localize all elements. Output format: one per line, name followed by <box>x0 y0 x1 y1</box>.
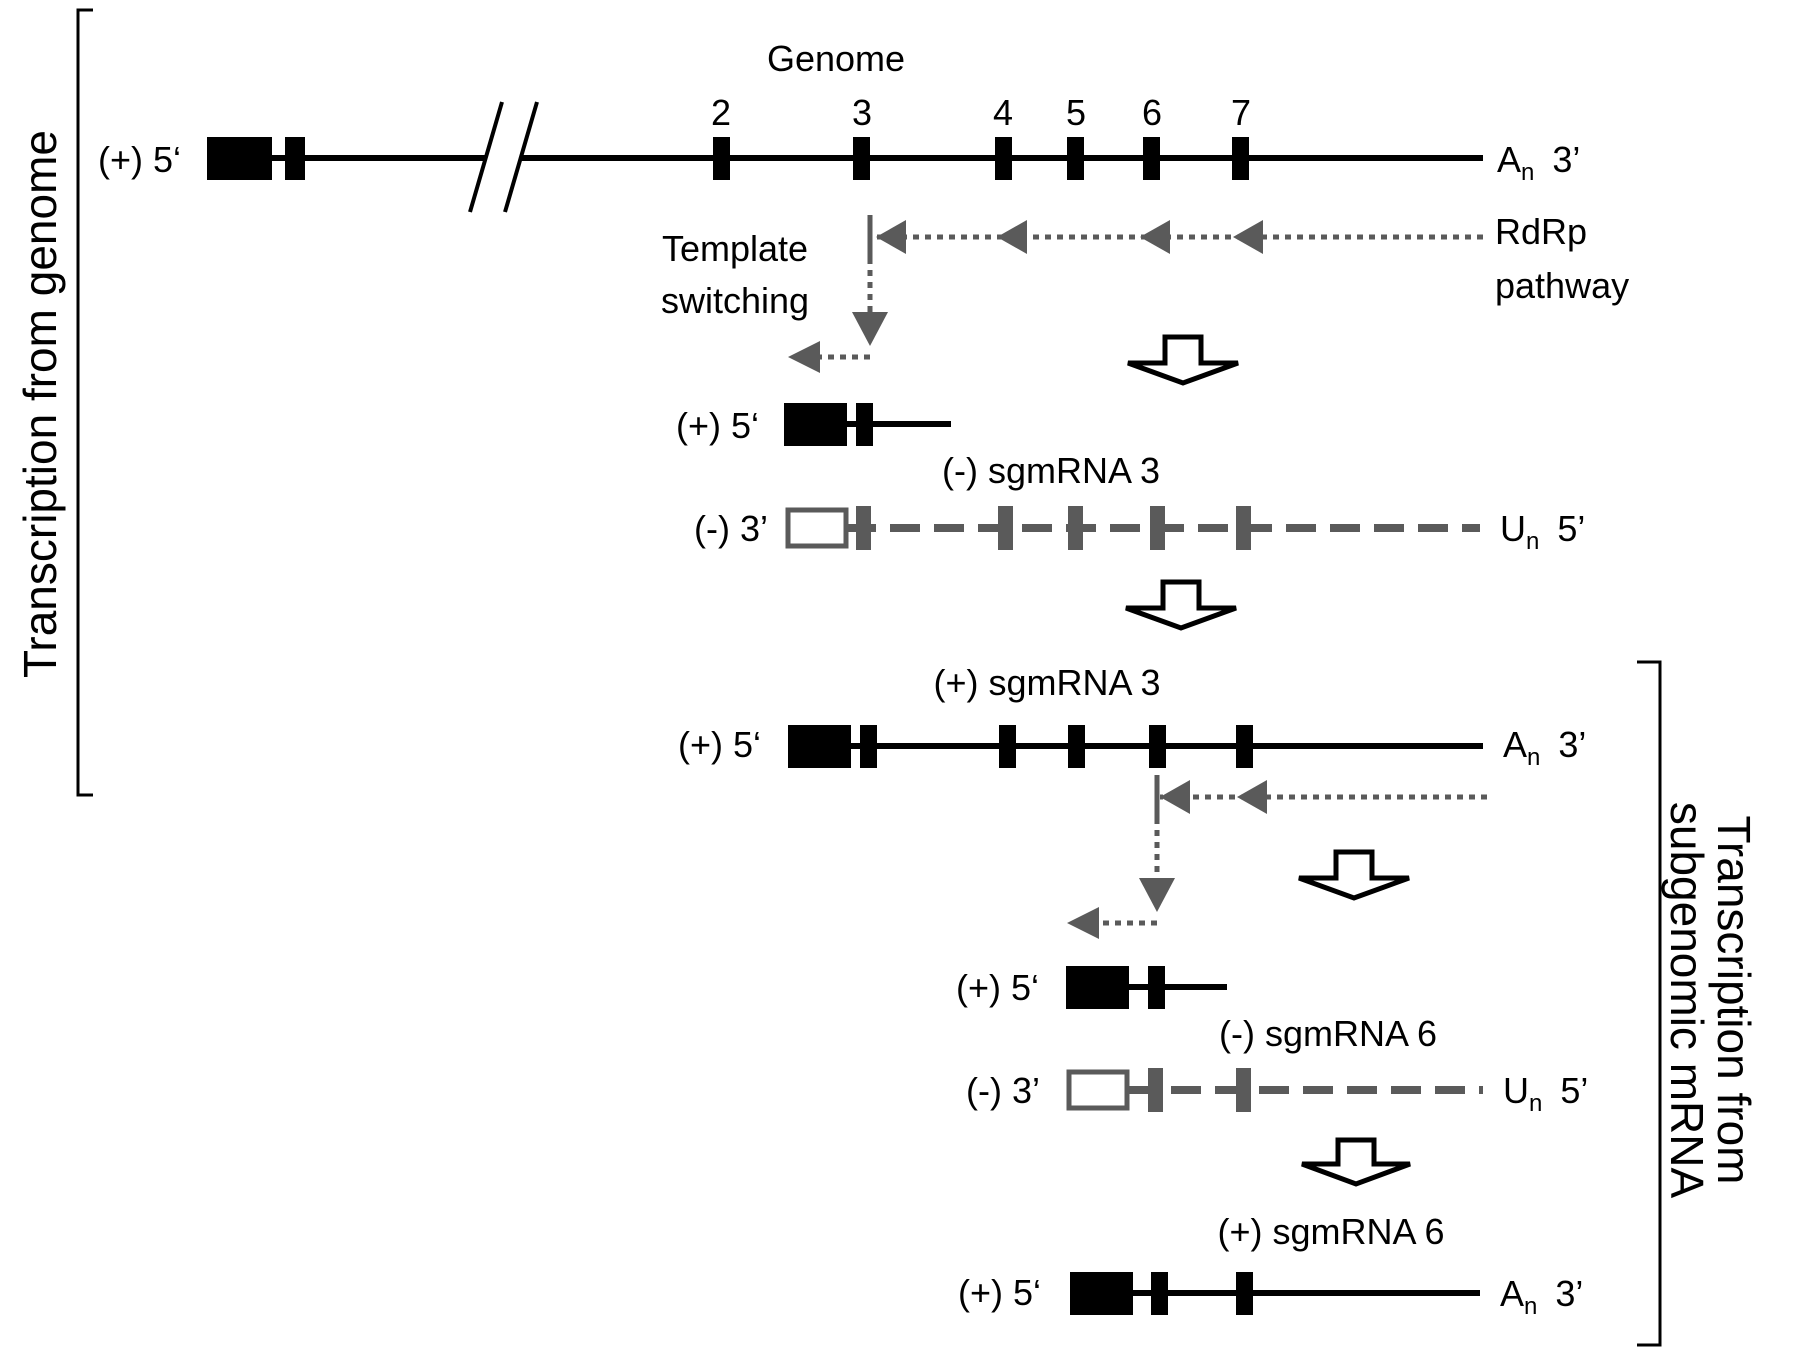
sg3-minus-marker-3 <box>856 506 871 550</box>
template-switch-left-arrowhead <box>788 341 820 373</box>
template-switching-label-line1: Template <box>662 228 808 269</box>
sg6-plus-title: (+) sgmRNA 6 <box>1217 1211 1444 1252</box>
subgenomic-bracket: Transcription from subgenomic mRNA <box>1637 660 1760 1347</box>
sg3-plus-title: (+) sgmRNA 3 <box>933 662 1160 703</box>
sg6-minus-leader-block <box>1066 1069 1130 1111</box>
sg-switch-down-arrowhead <box>1139 878 1175 912</box>
sg6-plus-short-five-label: (+) 5‘ <box>956 967 1039 1008</box>
sg3-plus-five-label: (+) 5‘ <box>678 724 761 765</box>
genome-break-mark-a <box>468 101 504 213</box>
marker-label-3: 3 <box>852 92 872 133</box>
rdrp-pathway-genome: RdRp pathway Template switching <box>661 211 1629 373</box>
sg6-plus-short-fragment: (+) 5‘ <box>956 966 1227 1009</box>
genome-bracket-label: Transcription from genome <box>14 130 66 678</box>
sg3-short-leader-block <box>784 403 847 446</box>
sg6-minus-marker-7 <box>1236 1068 1251 1112</box>
sg3-plus-marker-7 <box>1236 725 1253 768</box>
sg3-plus-marker-6 <box>1149 725 1166 768</box>
sg6-short-leader-block <box>1066 966 1129 1009</box>
sg-rdrp-arrowhead-6 <box>1160 780 1190 814</box>
subgenomic-bracket-label-line1: Transcription from <box>1708 816 1760 1185</box>
genome-marker-6 <box>1143 137 1160 180</box>
marker-label-5: 5 <box>1066 92 1086 133</box>
genome-marker-5 <box>1067 137 1084 180</box>
rdrp-pathway-sgmrna <box>1067 775 1487 939</box>
rdrp-arrowhead-4 <box>997 220 1027 254</box>
genome-leader-block <box>207 137 272 180</box>
subgenomic-bracket-label-line2: subgenomic mRNA <box>1661 802 1713 1199</box>
template-switch-down-arrowhead <box>852 312 888 346</box>
sg3-plus-leader-block <box>788 725 851 768</box>
flow-arrow-3 <box>1298 849 1410 901</box>
sg3-plus-marker-5 <box>1068 725 1085 768</box>
flow-arrow-1 <box>1127 334 1239 386</box>
sg-rdrp-arrowhead-7 <box>1237 780 1267 814</box>
genome-bracket: Transcription from genome <box>14 8 93 797</box>
marker-label-7: 7 <box>1231 92 1251 133</box>
genome-five-prime-label: (+) 5‘ <box>98 139 181 180</box>
sg3-plus-marker-4 <box>999 725 1016 768</box>
sg6-minus-marker-6 <box>1148 1068 1163 1112</box>
rdrp-arrowhead-6 <box>1140 220 1170 254</box>
marker-label-2: 2 <box>711 92 731 133</box>
sg3-plus-short-fragment: (+) 5‘ <box>676 403 951 446</box>
flow-arrow-4 <box>1301 1137 1411 1187</box>
flow-arrow-2 <box>1125 579 1237 631</box>
sg3-plus-short-five-label: (+) 5‘ <box>676 405 759 446</box>
marker-label-4: 4 <box>993 92 1013 133</box>
sg3-minus-marker-6 <box>1150 506 1165 550</box>
sg3-minus-title: (-) sgmRNA 3 <box>942 450 1160 491</box>
template-switching-label-line2: switching <box>661 280 809 321</box>
sg3-minus-marker-5 <box>1068 506 1083 550</box>
rdrp-arrowhead-3 <box>876 220 906 254</box>
marker-label-6: 6 <box>1142 92 1162 133</box>
sg3-minus-three-label: (-) 3’ <box>694 508 768 549</box>
rdrp-pathway-label-line2: pathway <box>1495 265 1629 306</box>
sg3-minus-marker-7 <box>1236 506 1251 550</box>
sg3-minus-leader-block <box>785 507 849 549</box>
sg-switch-left-arrowhead <box>1067 907 1099 939</box>
sg3-minus-marker-4 <box>998 506 1013 550</box>
sg6-minus-title: (-) sgmRNA 6 <box>1219 1013 1437 1054</box>
sg6-plus-leader-block <box>1070 1272 1133 1315</box>
genome-marker-4 <box>995 137 1012 180</box>
rdrp-pathway-label-line1: RdRp <box>1495 211 1587 252</box>
genome-marker-7 <box>1232 137 1249 180</box>
sg6-plus-five-label: (+) 5‘ <box>958 1272 1041 1313</box>
rdrp-arrowhead-7 <box>1233 220 1263 254</box>
sg6-plus-marker-7 <box>1236 1272 1253 1315</box>
genome-marker-2 <box>713 137 730 180</box>
genome-title: Genome <box>767 38 905 79</box>
sg6-minus-three-label: (-) 3’ <box>966 1070 1040 1111</box>
genome-marker-3 <box>853 137 870 180</box>
